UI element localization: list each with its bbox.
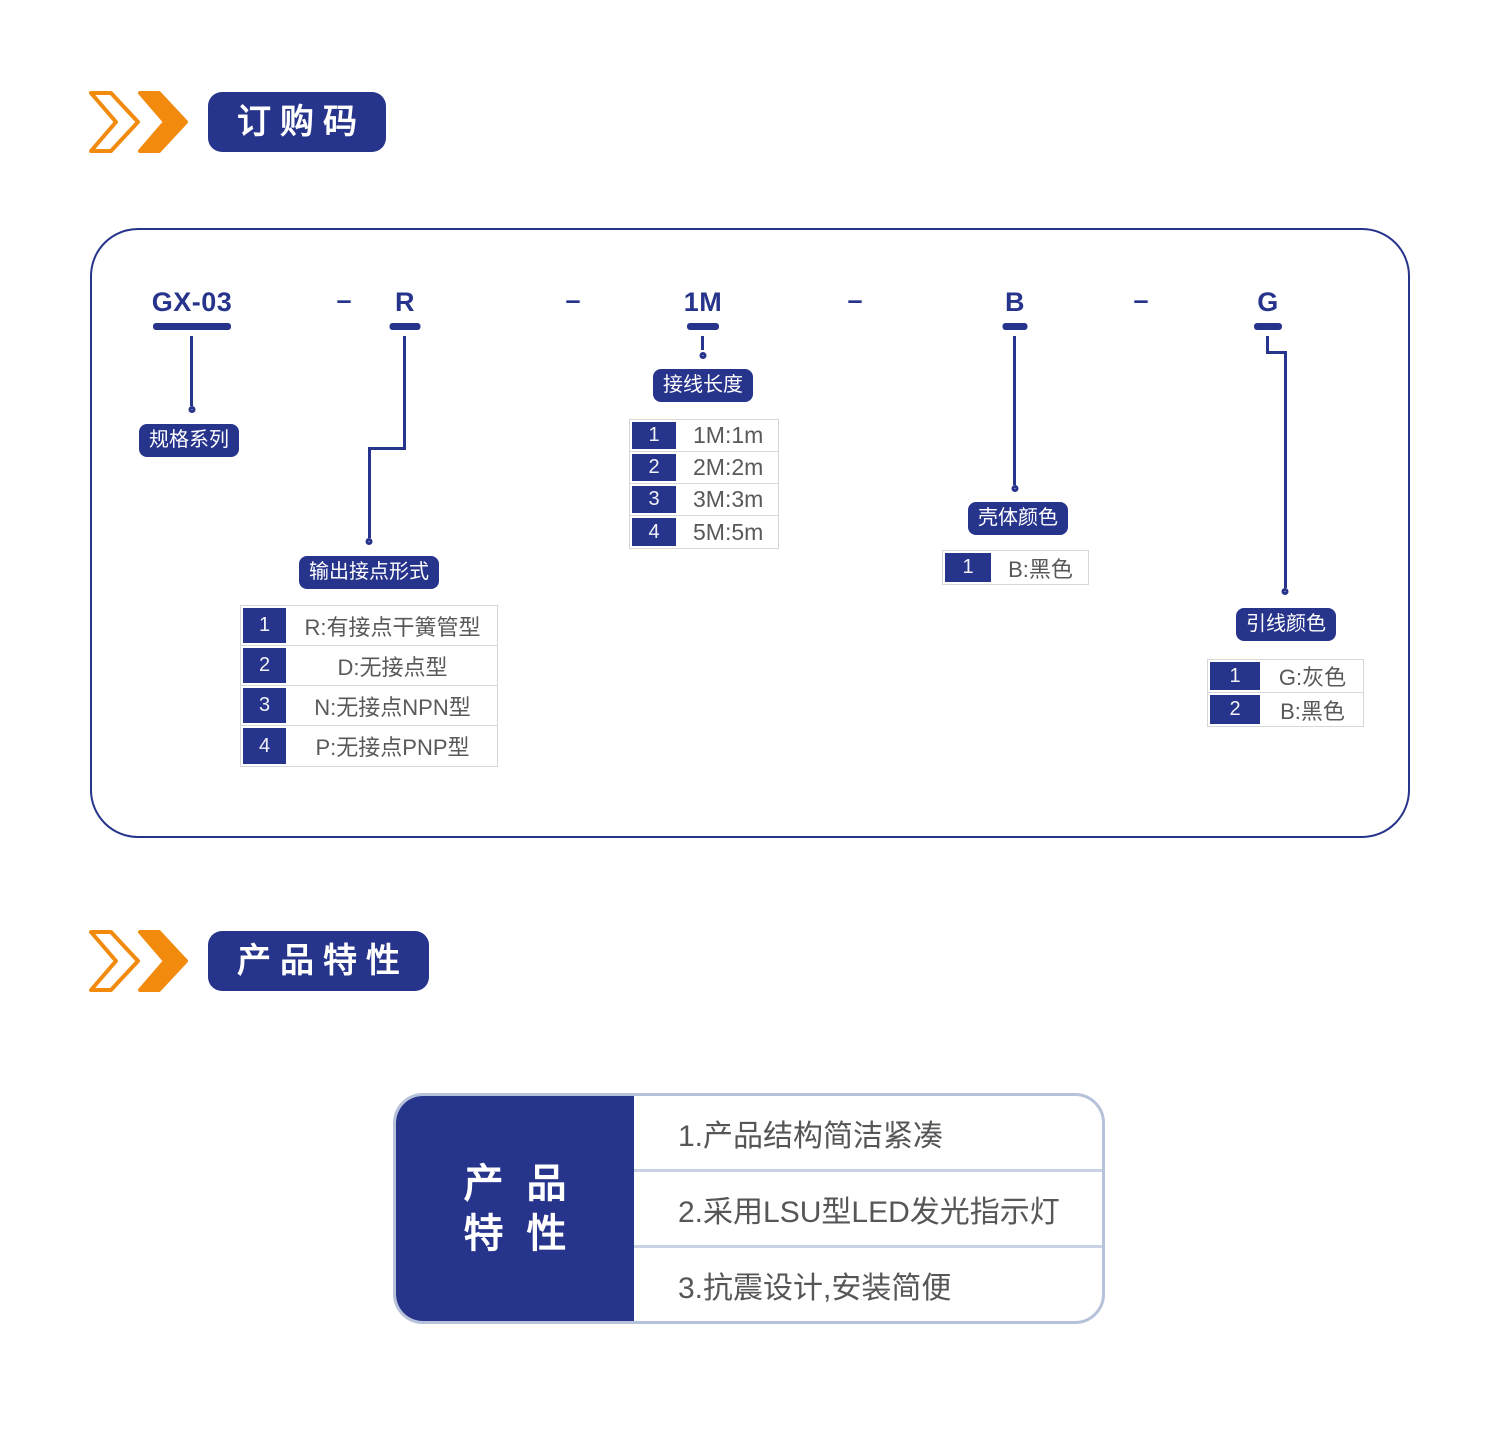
table-row: 1 R:有接点干簧管型 (241, 606, 497, 646)
option-number: 1 (241, 606, 288, 645)
table-row: 3 3M:3m (630, 484, 778, 516)
code-separator: – (1133, 285, 1149, 315)
feature-item: 2.采用LSU型LED发光指示灯 (634, 1172, 1102, 1248)
line-end-ring-icon (1281, 588, 1289, 595)
line-end-ring-icon (1011, 485, 1019, 492)
field-label-series: 规格系列 (139, 424, 239, 457)
code-part-length: 1M (683, 287, 723, 317)
code-part-contact: R (395, 287, 415, 317)
table-row: 1 B:黑色 (943, 551, 1088, 584)
code-part-housing-color: B (1005, 287, 1025, 317)
connector-line (403, 336, 406, 450)
option-number: 3 (241, 686, 288, 725)
panel-title-line: 产 品 (463, 1161, 573, 1206)
line-end-ring-icon (365, 538, 373, 545)
option-value: G:灰色 (1278, 665, 1347, 690)
connector-line (368, 447, 371, 538)
table-row: 2 B:黑色 (1208, 693, 1363, 726)
option-number: 4 (630, 516, 678, 548)
code-underline (1002, 323, 1028, 330)
table-row: 2 D:无接点型 (241, 646, 497, 686)
field-label-housing-color: 壳体颜色 (968, 502, 1068, 535)
table-row: 1 G:灰色 (1208, 660, 1363, 693)
feature-item: 1.产品结构简洁紧凑 (634, 1096, 1102, 1172)
field-label-lead-color: 引线颜色 (1236, 608, 1336, 641)
option-value: D:无接点型 (337, 654, 448, 680)
option-number: 2 (241, 646, 288, 685)
lead-color-options-table: 1 G:灰色 2 B:黑色 (1207, 659, 1364, 727)
section-title-features: 产品特性 (208, 931, 429, 991)
option-number: 1 (1208, 660, 1262, 692)
option-number: 1 (943, 551, 993, 584)
option-value: 1M:1m (693, 422, 764, 448)
code-underline (389, 323, 421, 330)
option-number: 2 (630, 452, 678, 483)
line-end-ring-icon (699, 352, 707, 359)
table-row: 4 5M:5m (630, 516, 778, 548)
code-underline (1254, 323, 1282, 330)
code-underline (153, 323, 231, 330)
table-row: 4 P:无接点PNP型 (241, 726, 497, 766)
feature-list: 1.产品结构简洁紧凑 2.采用LSU型LED发光指示灯 3.抗震设计,安装简便 (634, 1096, 1102, 1321)
feature-card-title-panel: 产 品 特 性 (396, 1096, 634, 1321)
section-title-order-code: 订购码 (208, 92, 386, 152)
connector-line (190, 336, 193, 406)
code-part-lead-color: G (1257, 287, 1279, 317)
option-value: 3M:3m (693, 486, 764, 512)
connector-line (368, 447, 406, 450)
double-chevron-icon (89, 930, 188, 992)
order-code-section-header: 订购码 (88, 90, 386, 154)
option-value: 2M:2m (693, 454, 764, 480)
code-part-series: GX-03 (151, 287, 233, 317)
double-chevron-icon (89, 91, 188, 153)
option-value: P:无接点PNP型 (315, 735, 470, 760)
field-label-contact: 输出接点形式 (299, 556, 439, 589)
option-value: R:有接点干簧管型 (304, 614, 481, 640)
connector-line (701, 336, 704, 350)
feature-card: 产 品 特 性 1.产品结构简洁紧凑 2.采用LSU型LED发光指示灯 3.抗震… (393, 1093, 1105, 1324)
option-number: 2 (1208, 693, 1262, 726)
table-row: 2 2M:2m (630, 452, 778, 484)
order-code-diagram: GX-03 – R – 1M – B – G 规格系列 输出接点形式 接线 (90, 228, 1410, 838)
code-separator: – (565, 285, 581, 315)
feature-item: 3.抗震设计,安装简便 (678, 1271, 952, 1305)
code-separator: – (847, 285, 863, 315)
table-row: 1 1M:1m (630, 420, 778, 452)
panel-title-line: 特 性 (463, 1211, 573, 1256)
option-value: N:无接点NPN型 (314, 694, 471, 720)
field-label-length: 接线长度 (653, 369, 753, 402)
option-value: B:黑色 (1280, 698, 1345, 724)
housing-color-options-table: 1 B:黑色 (942, 550, 1089, 585)
option-number: 4 (241, 726, 288, 766)
connector-line (1266, 351, 1287, 354)
option-value: B:黑色 (1008, 556, 1073, 582)
connector-line (1013, 336, 1016, 485)
option-number: 1 (630, 420, 678, 451)
option-number: 3 (630, 484, 678, 515)
option-value: 5M:5m (693, 518, 764, 545)
line-end-ring-icon (188, 406, 196, 413)
cable-length-options-table: 1 1M:1m 2 2M:2m 3 3M:3m 4 5M:5m (629, 419, 779, 549)
code-underline (687, 323, 719, 330)
connector-line (1266, 336, 1269, 354)
connector-line (1284, 351, 1287, 588)
table-row: 3 N:无接点NPN型 (241, 686, 497, 726)
contact-type-options-table: 1 R:有接点干簧管型 2 D:无接点型 3 N:无接点NPN型 4 P:无接点… (240, 605, 498, 767)
code-separator: – (336, 285, 352, 315)
features-section-header: 产品特性 (88, 929, 429, 993)
